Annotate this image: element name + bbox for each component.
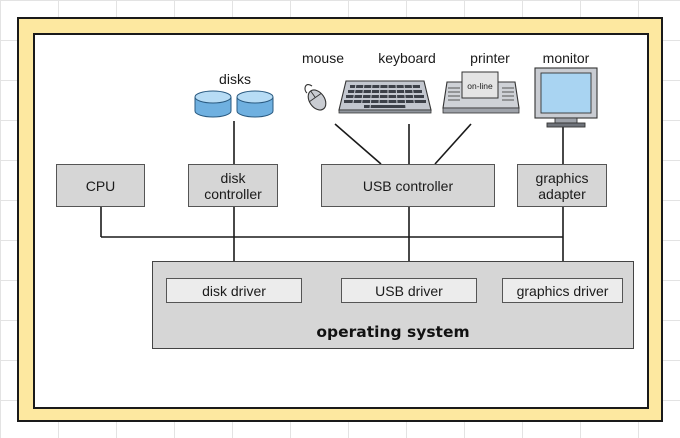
disk-driver-box: disk driver xyxy=(166,278,302,303)
disk-controller-label-line2: controller xyxy=(204,185,262,202)
printer-panel-text: on-line xyxy=(467,81,493,91)
graphics-driver-label: graphics driver xyxy=(516,282,609,299)
usb-controller-label: USB controller xyxy=(362,177,454,194)
printer-link xyxy=(434,123,472,165)
graphics-adapter-label-line1: graphics xyxy=(535,169,589,186)
printer-icon: on-line xyxy=(442,71,520,114)
monitor-label: monitor xyxy=(542,50,590,66)
usb-controller-box: USB controller xyxy=(321,164,495,207)
printer-label: printer xyxy=(470,50,510,66)
disks-label: disks xyxy=(219,71,251,87)
operating-system-label: operating system xyxy=(316,323,470,341)
mouse-icon xyxy=(304,84,327,111)
usb-driver-box: USB driver xyxy=(341,278,477,303)
mouse-link xyxy=(334,123,382,165)
cpu-box: CPU xyxy=(56,164,145,207)
disk-driver-label: disk driver xyxy=(202,282,266,299)
graphics-driver-box: graphics driver xyxy=(502,278,623,303)
mouse-label: mouse xyxy=(301,50,345,66)
keyboard-icon xyxy=(338,80,432,114)
operating-system-box xyxy=(152,261,634,349)
usb-driver-label: USB driver xyxy=(375,282,443,299)
keyboard-label: keyboard xyxy=(378,50,436,66)
disk-controller-label-line1: disk xyxy=(220,169,246,186)
disks-icon xyxy=(194,90,274,118)
disk-controller-box: disk controller xyxy=(188,164,278,207)
graphics-adapter-box: graphics adapter xyxy=(517,164,607,207)
graphics-adapter-label-line2: adapter xyxy=(538,185,586,202)
monitor-icon xyxy=(534,67,598,128)
cpu-label: CPU xyxy=(85,177,116,194)
